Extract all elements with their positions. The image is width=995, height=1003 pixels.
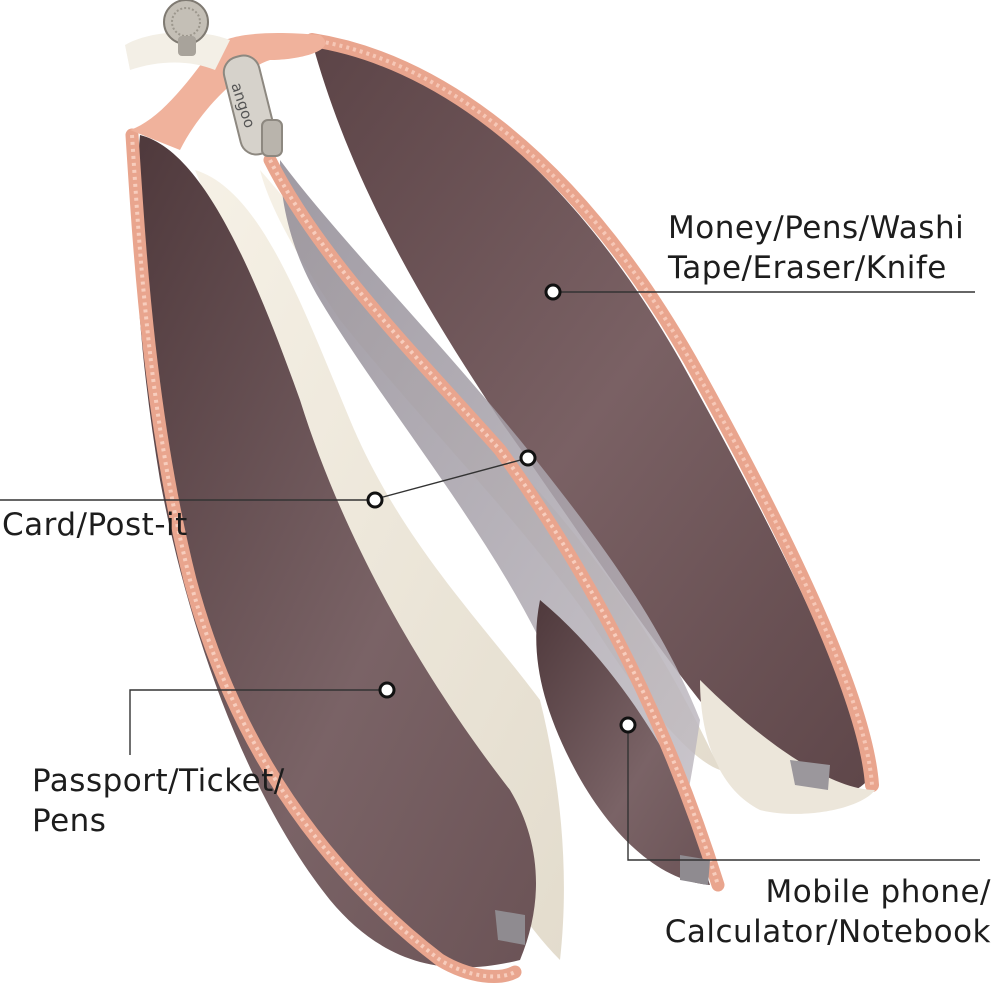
callout-mobile: Mobile phone/ Calculator/Notebook — [665, 872, 991, 952]
callout-line-mobile — [627, 725, 980, 861]
callout-money-line1: Money/Pens/Washi — [668, 210, 965, 246]
callout-dot-icon — [378, 681, 396, 699]
callout-line-card2 — [371, 457, 529, 501]
callout-money-line2: Tape/Eraser/Knife — [668, 250, 947, 286]
zipper-pull-icon-2 — [222, 54, 283, 157]
callout-mobile-line2: Calculator/Notebook — [664, 914, 991, 950]
callout-dot-icon — [544, 283, 562, 301]
callout-dots — [366, 283, 637, 734]
callout-card-line1: Card/Post-it — [2, 507, 188, 543]
callout-dot-icon — [519, 449, 537, 467]
top-binding — [130, 33, 326, 150]
callout-dot-icon — [619, 716, 637, 734]
callout-card: Card/Post-it — [2, 505, 188, 545]
callout-money: Money/Pens/Washi Tape/Eraser/Knife — [668, 208, 964, 288]
callout-passport-line1: Passport/Ticket/ — [32, 763, 285, 799]
callout-mobile-line1: Mobile phone/ — [765, 874, 991, 910]
right-pocket — [312, 42, 868, 800]
callout-lines — [0, 291, 980, 861]
callout-passport: Passport/Ticket/ Pens — [32, 761, 285, 841]
callout-line-passport — [129, 689, 387, 755]
callout-passport-line2: Pens — [32, 803, 107, 839]
zipper-pull-icon — [163, 0, 209, 56]
left-pocket — [136, 135, 537, 968]
right-cream-base — [700, 680, 875, 814]
center-pocket — [536, 600, 710, 885]
callout-dot-icon — [366, 491, 384, 509]
